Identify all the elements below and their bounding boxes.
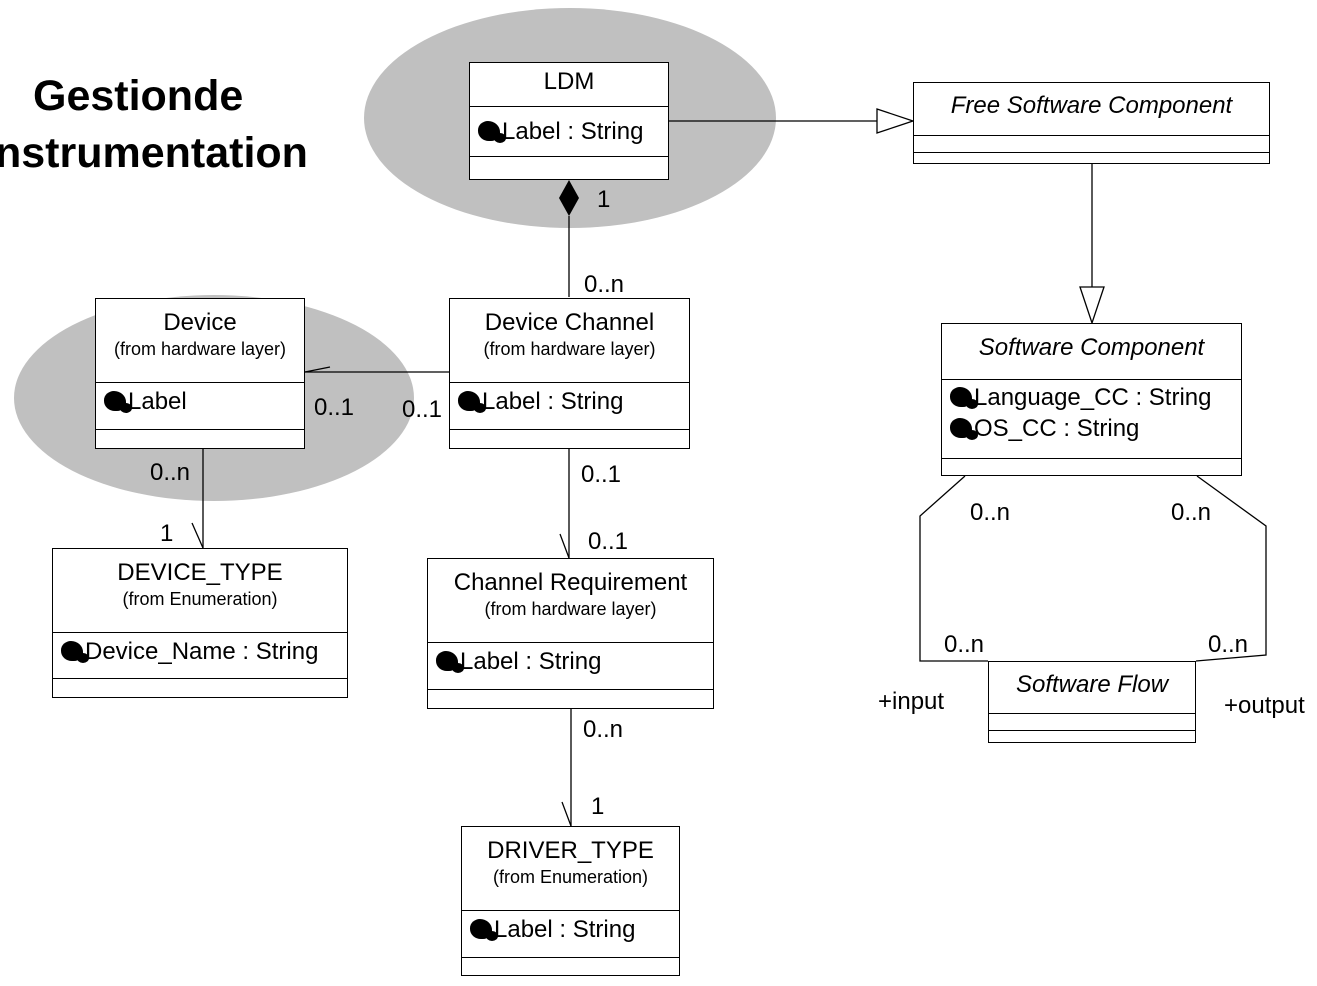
class-name: LDM bbox=[543, 68, 595, 95]
multiplicity-label: 0..n bbox=[150, 459, 191, 486]
class-package: (from hardware layer) bbox=[484, 599, 657, 619]
multiplicity-label: 0..n bbox=[970, 499, 1011, 526]
attribute-icon bbox=[950, 418, 978, 440]
role-output-label: +output bbox=[1224, 692, 1305, 719]
multiplicity-label: 0..n bbox=[584, 271, 625, 298]
edge-sc-flow-output bbox=[1195, 475, 1267, 662]
class-name: Device bbox=[163, 309, 237, 336]
generalization-arrow-sc bbox=[1079, 286, 1105, 326]
multiplicity-label: 1 bbox=[160, 520, 174, 547]
class-package: (from hardware layer) bbox=[113, 339, 287, 359]
attribute-row: Label : String bbox=[470, 116, 668, 147]
attribute-row: Label : String bbox=[450, 386, 689, 417]
multiplicity-label: 0..1 bbox=[581, 461, 622, 488]
class-package: (from hardware layer) bbox=[483, 339, 656, 359]
class-software-component[interactable]: Software Component Language_CC : String … bbox=[941, 323, 1242, 476]
generalization-arrow-fsc bbox=[876, 108, 916, 134]
class-ldm[interactable]: LDM Label : String bbox=[469, 62, 669, 180]
class-channel-requirement[interactable]: Channel Requirement (from hardware layer)… bbox=[427, 558, 714, 709]
class-package: (from Enumeration) bbox=[122, 589, 278, 609]
multiplicity-label: 0..n bbox=[1208, 631, 1249, 658]
composition-diamond bbox=[559, 180, 579, 216]
class-driver-type[interactable]: DRIVER_TYPE (from Enumeration) Label : St… bbox=[461, 826, 680, 976]
arrowhead-driver bbox=[561, 801, 572, 827]
attribute-icon bbox=[478, 121, 506, 143]
role-input-label: +input bbox=[878, 688, 945, 715]
class-name: Software Component bbox=[978, 334, 1205, 361]
edge-device-channel-tick bbox=[304, 366, 331, 373]
arrowhead-devicetype bbox=[191, 522, 204, 549]
multiplicity-label: 0..1 bbox=[402, 396, 443, 423]
class-name: Software Flow bbox=[1015, 671, 1169, 698]
multiplicity-label: 1 bbox=[597, 186, 611, 213]
attribute-icon bbox=[470, 919, 498, 941]
attribute-row: Label bbox=[96, 386, 304, 417]
attribute-icon bbox=[950, 387, 978, 409]
multiplicity-label: 1 bbox=[591, 793, 605, 820]
attribute-row: Device_Name : String bbox=[53, 636, 347, 667]
multiplicity-label: 0..n bbox=[1171, 499, 1212, 526]
attribute-icon bbox=[436, 651, 464, 673]
class-device-channel[interactable]: Device Channel (from hardware layer) Labe… bbox=[449, 298, 690, 449]
arrowhead-requirement bbox=[559, 533, 570, 559]
class-device[interactable]: Device (from hardware layer) Label bbox=[95, 298, 305, 449]
attribute-icon bbox=[61, 641, 89, 663]
attribute-icon bbox=[104, 391, 132, 413]
class-name: Channel Requirement bbox=[453, 569, 688, 596]
multiplicity-label: 0..n bbox=[944, 631, 985, 658]
class-name: DEVICE_TYPE bbox=[117, 559, 283, 586]
diagram-title-line2: nstrumentation bbox=[0, 129, 308, 177]
attribute-row: Label : String bbox=[428, 646, 713, 677]
diagram-title-line1: Gestionde bbox=[33, 72, 244, 120]
class-device-type[interactable]: DEVICE_TYPE (from Enumeration) Device_Nam… bbox=[52, 548, 348, 698]
multiplicity-label: 0..1 bbox=[314, 394, 355, 421]
class-name: DRIVER_TYPE bbox=[487, 837, 654, 864]
class-package: (from Enumeration) bbox=[492, 867, 649, 887]
attribute-row: Label : String bbox=[462, 914, 679, 945]
multiplicity-label: 0..n bbox=[583, 716, 624, 743]
multiplicity-label: 0..1 bbox=[588, 528, 629, 555]
attribute-row: OS_CC : String bbox=[942, 413, 1241, 444]
edge-sc-flow-input bbox=[919, 475, 988, 662]
class-free-software-component[interactable]: Free Software Component bbox=[913, 82, 1270, 164]
class-name: Free Software Component bbox=[950, 92, 1233, 119]
attribute-row: Language_CC : String bbox=[942, 382, 1241, 413]
class-name: Device Channel bbox=[484, 309, 655, 336]
class-software-flow[interactable]: Software Flow bbox=[988, 661, 1196, 743]
attribute-icon bbox=[458, 391, 486, 413]
